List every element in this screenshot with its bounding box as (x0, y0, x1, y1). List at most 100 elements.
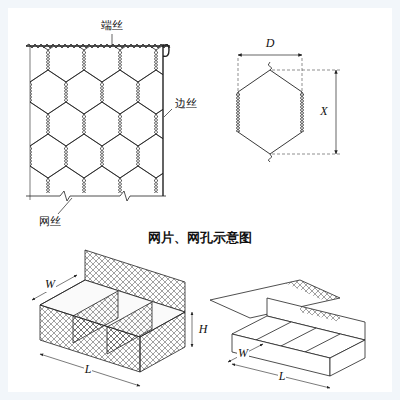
front-panel (40, 305, 140, 372)
mesh-wire (120, 102, 156, 146)
dimension-line (336, 70, 337, 154)
dimension-label: X (319, 105, 328, 118)
dimension-label: W (237, 347, 249, 360)
wire-twist (154, 114, 158, 134)
mesh-wire (102, 70, 138, 114)
wire-twist (100, 146, 104, 166)
panel-edge (30, 46, 31, 200)
wire-twist (82, 50, 86, 70)
wire-twist (154, 50, 158, 70)
leader-line (112, 34, 113, 45)
mesh-wire (30, 166, 48, 193)
mesh-wire (30, 134, 66, 178)
side-panel (330, 340, 365, 376)
lid-mesh (285, 280, 340, 301)
wire-twist (118, 178, 122, 193)
wire-twist (100, 82, 104, 102)
mesh-wire (48, 102, 84, 146)
mesh-wire (84, 47, 120, 82)
dimension-label: W (44, 278, 56, 291)
dimension-label: L (84, 363, 93, 376)
wire-twist (118, 178, 122, 193)
wire-twist (82, 50, 86, 70)
part-label: 边丝 (174, 98, 198, 110)
wire-twist (46, 50, 50, 70)
mesh-wire (66, 134, 102, 178)
break-line (26, 191, 166, 201)
wire-twist (154, 50, 158, 70)
wire-twist (154, 114, 158, 134)
mesh-opening (236, 62, 304, 162)
wire-twist (64, 82, 68, 102)
wire-twist (82, 178, 86, 193)
wire-twist (136, 146, 140, 166)
wire-twist (300, 92, 304, 132)
wire-twist (154, 178, 158, 193)
wire-twist (100, 82, 104, 102)
wire-twist (300, 92, 304, 132)
extension-line (238, 58, 302, 98)
wire-twist (64, 82, 68, 102)
dimension-label: L (278, 370, 287, 383)
back-mesh (300, 306, 340, 322)
mesh-wire (48, 47, 84, 82)
gabion-box (40, 250, 185, 372)
dimension-line (40, 354, 140, 386)
mesh-wire (84, 102, 120, 146)
dimension-line (228, 344, 263, 362)
mesh-wire (138, 134, 163, 178)
wire-twist (136, 82, 140, 102)
wire-twist (236, 92, 240, 132)
wire-twist (118, 50, 122, 70)
extension-line (272, 70, 340, 154)
wire-twist (154, 178, 158, 193)
dimension-line (238, 55, 302, 56)
wire-twist (268, 62, 272, 162)
wire-twist (118, 114, 122, 134)
wire-twist (46, 178, 50, 193)
mesh-wire (30, 102, 48, 146)
wire-twist (82, 178, 86, 193)
wire-twist (64, 146, 68, 166)
wire-twist (82, 114, 86, 134)
wire-twist (136, 146, 140, 166)
mesh-wire (102, 134, 138, 178)
figure-title: 网片、网孔示意图 (146, 229, 254, 247)
wire-twist (118, 50, 122, 70)
dimension-line (192, 312, 193, 347)
leader-line (164, 109, 172, 117)
mesh-wire (138, 70, 163, 114)
wire-twist (46, 178, 50, 193)
mesh-wire (48, 166, 84, 193)
part-label: 端丝 (100, 20, 124, 32)
wire-twist (236, 92, 240, 132)
mesh-wire (120, 166, 156, 193)
wire-twist (82, 114, 86, 134)
mesh-wire (30, 47, 48, 82)
side-panel (140, 312, 185, 372)
wire-twist (118, 114, 122, 134)
mesh-wire (66, 70, 102, 114)
mesh-wire (84, 166, 120, 193)
dimension-label: D (265, 37, 276, 50)
wire-twist (46, 114, 50, 134)
wire-twist (46, 114, 50, 134)
wire-twist (136, 82, 140, 102)
wire-twist (46, 50, 50, 70)
selvage-twist (26, 44, 170, 48)
edge-wire (163, 44, 169, 196)
spacer (222, 344, 223, 358)
wire-mesh (30, 47, 163, 193)
mesh-wire (30, 70, 66, 114)
leader-line (58, 198, 72, 214)
dimension-line (32, 275, 77, 300)
dimension-line (232, 364, 330, 388)
mesh-wire (238, 70, 302, 154)
part-label: 网丝 (38, 216, 62, 228)
wire-twist (64, 146, 68, 166)
dimension-label: H (198, 323, 209, 336)
wire-twist (100, 146, 104, 166)
mesh-wire (120, 47, 156, 82)
